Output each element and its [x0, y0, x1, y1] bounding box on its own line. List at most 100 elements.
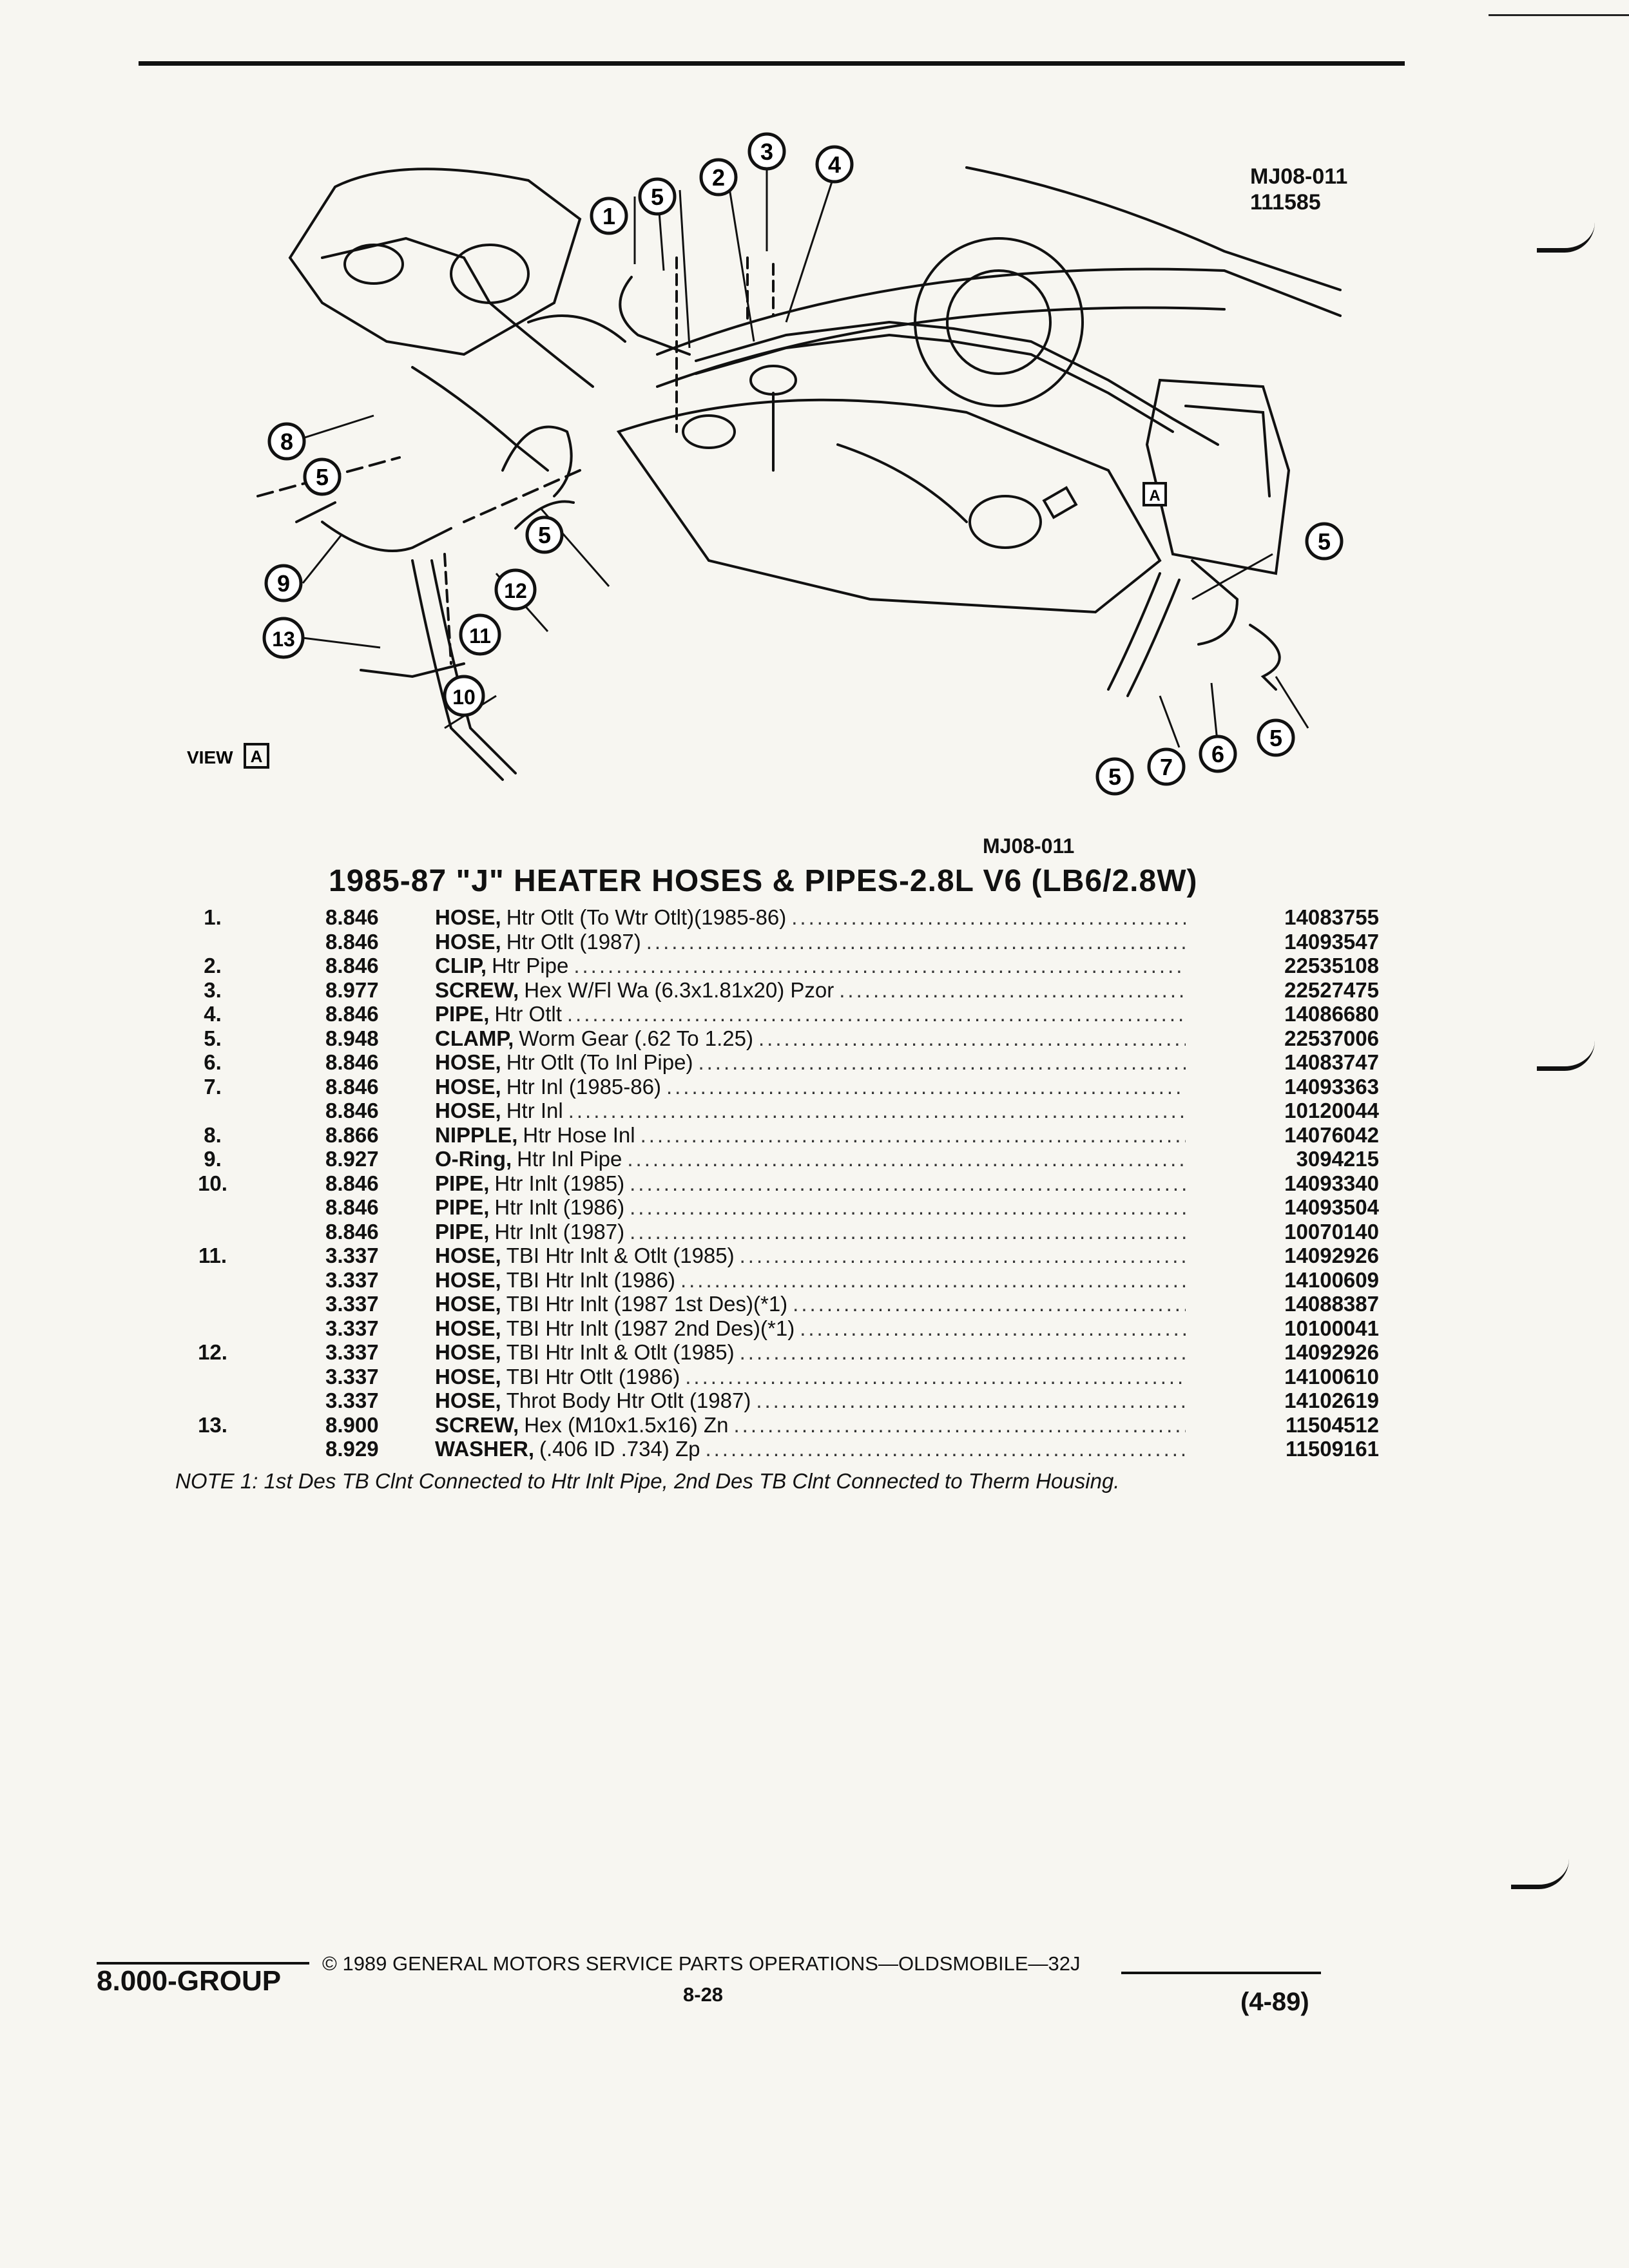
part-detail: TBI Htr Inlt & Otlt (1985)	[506, 1340, 735, 1364]
callout-5b-label: 5	[316, 464, 329, 490]
part-detail: Worm Gear (.62 To 1.25)	[519, 1026, 754, 1050]
part-name: HOSE,	[435, 905, 501, 929]
callout-4-label: 4	[828, 151, 841, 178]
part-description: PIPE,Htr Otlt	[435, 1002, 1186, 1026]
part-detail: Throt Body Htr Otlt (1987)	[506, 1389, 751, 1412]
part-number: 14093547	[1284, 929, 1379, 954]
callout-5a: 5	[638, 177, 677, 216]
part-description: NIPPLE,Htr Hose Inl	[435, 1123, 1186, 1147]
callout-2: 2	[699, 158, 738, 197]
callout-3-label: 3	[760, 139, 773, 165]
part-group-number: 8.846	[325, 1195, 379, 1219]
callout-5d: 5	[1305, 522, 1344, 561]
part-description: HOSE,Htr Inl (1985-86)	[435, 1075, 1186, 1099]
part-number: 14102619	[1284, 1389, 1379, 1412]
margin-mark	[1537, 222, 1595, 253]
part-group-number: 8.846	[325, 1099, 379, 1122]
figure-date-code: 111585	[1250, 190, 1321, 215]
part-number: 10070140	[1284, 1219, 1379, 1244]
callout-3: 3	[747, 132, 786, 171]
part-ref-number: 4.	[204, 1002, 222, 1026]
parts-list: 1. 8.846 HOSE,Htr Otlt (To Wtr Otlt)(1985-…	[168, 905, 1379, 1461]
part-group-number: 8.846	[325, 954, 379, 977]
part-detail: Htr Otlt	[494, 1002, 562, 1026]
part-number: 11509161	[1285, 1437, 1379, 1461]
page-title: 1985-87 "J" HEATER HOSES & PIPES-2.8L V6…	[329, 864, 1198, 898]
part-group-number: 8.846	[325, 1050, 379, 1074]
callout-6: 6	[1199, 735, 1237, 773]
callout-13: 13	[262, 617, 305, 659]
callout-12: 12	[494, 568, 537, 611]
part-number: 14092926	[1284, 1340, 1379, 1364]
part-row: 8.846 PIPE,Htr Inlt (1986) 14093504	[168, 1195, 1379, 1220]
part-description: HOSE,Throt Body Htr Otlt (1987)	[435, 1389, 1186, 1412]
part-description: CLIP,Htr Pipe	[435, 954, 1186, 977]
callout-5c: 5	[525, 515, 564, 554]
part-number: 14093504	[1284, 1195, 1379, 1219]
part-description: CLAMP,Worm Gear (.62 To 1.25)	[435, 1026, 1186, 1050]
part-name: HOSE,	[435, 1244, 501, 1267]
part-name: HOSE,	[435, 1364, 501, 1389]
callout-5a-label: 5	[651, 184, 664, 210]
callout-11-label: 11	[469, 624, 491, 648]
part-name: PIPE,	[435, 1195, 490, 1219]
callout-5c-label: 5	[538, 522, 551, 548]
part-description: HOSE,Htr Otlt (To Inl Pipe)	[435, 1050, 1186, 1074]
part-description: PIPE,Htr Inlt (1987)	[435, 1220, 1186, 1244]
view-marker-box	[1142, 482, 1167, 506]
part-number: 14076042	[1284, 1122, 1379, 1147]
part-detail: TBI Htr Inlt (1986)	[506, 1267, 675, 1292]
part-detail: Htr Otlt (To Inl Pipe)	[506, 1050, 693, 1074]
part-group-number: 8.948	[325, 1026, 379, 1050]
part-number: 14100610	[1284, 1364, 1379, 1389]
part-name: O-Ring,	[435, 1147, 512, 1171]
part-number: 14083755	[1284, 905, 1379, 929]
part-number: 22527475	[1284, 977, 1379, 1002]
callout-9: 9	[264, 564, 303, 602]
part-row: 8.846 HOSE,Htr Inl 10120044	[168, 1099, 1379, 1123]
part-group-number: 3.337	[325, 1340, 379, 1364]
callout-5f-label: 5	[1108, 764, 1121, 790]
callout-10-label: 10	[452, 686, 476, 709]
part-description: HOSE,TBI Htr Inlt (1987 1st Des)(*1)	[435, 1292, 1186, 1316]
part-group-number: 3.337	[325, 1316, 379, 1340]
part-name: SCREW,	[435, 977, 519, 1002]
part-ref-number: 1.	[204, 905, 222, 929]
callout-5e: 5	[1257, 718, 1295, 757]
part-name: WASHER,	[435, 1437, 535, 1461]
part-description: SCREW,Hex (M10x1.5x16) Zn	[435, 1413, 1186, 1437]
part-number: 10120044	[1284, 1099, 1379, 1122]
part-group-number: 8.927	[325, 1147, 379, 1171]
part-detail: Htr Inl Pipe	[517, 1147, 622, 1171]
part-description: HOSE,TBI Htr Inlt (1986)	[435, 1268, 1186, 1292]
footnote: NOTE 1: 1st Des TB Clnt Connected to Htr…	[175, 1469, 1120, 1493]
diagram-drawing: 1 5 2 3 4 8 5 5 9 12 11 13 10 5 5 6 7 5 …	[187, 132, 1344, 796]
part-number: 22537006	[1284, 1026, 1379, 1050]
part-description: HOSE,Htr Otlt (To Wtr Otlt)(1985-86)	[435, 905, 1186, 929]
part-ref-number: 12.	[198, 1340, 227, 1364]
part-group-number: 8.846	[325, 929, 379, 954]
part-ref-number: 10.	[198, 1171, 227, 1195]
part-ref-number: 3.	[204, 977, 222, 1002]
part-group-number: 8.846	[325, 1002, 379, 1026]
part-name: HOSE,	[435, 1267, 501, 1292]
figure-code-top: MJ08-011	[1250, 164, 1348, 189]
part-number: 14100609	[1284, 1267, 1379, 1292]
part-name: PIPE,	[435, 1219, 490, 1244]
part-detail: Htr Inlt (1986)	[494, 1195, 625, 1219]
callout-4: 4	[815, 145, 854, 184]
part-description: HOSE,Htr Inl	[435, 1099, 1186, 1122]
callout-1-label: 1	[602, 203, 615, 229]
view-letter: A	[251, 747, 263, 766]
figure-code-bottom: MJ08-011	[983, 834, 1075, 858]
